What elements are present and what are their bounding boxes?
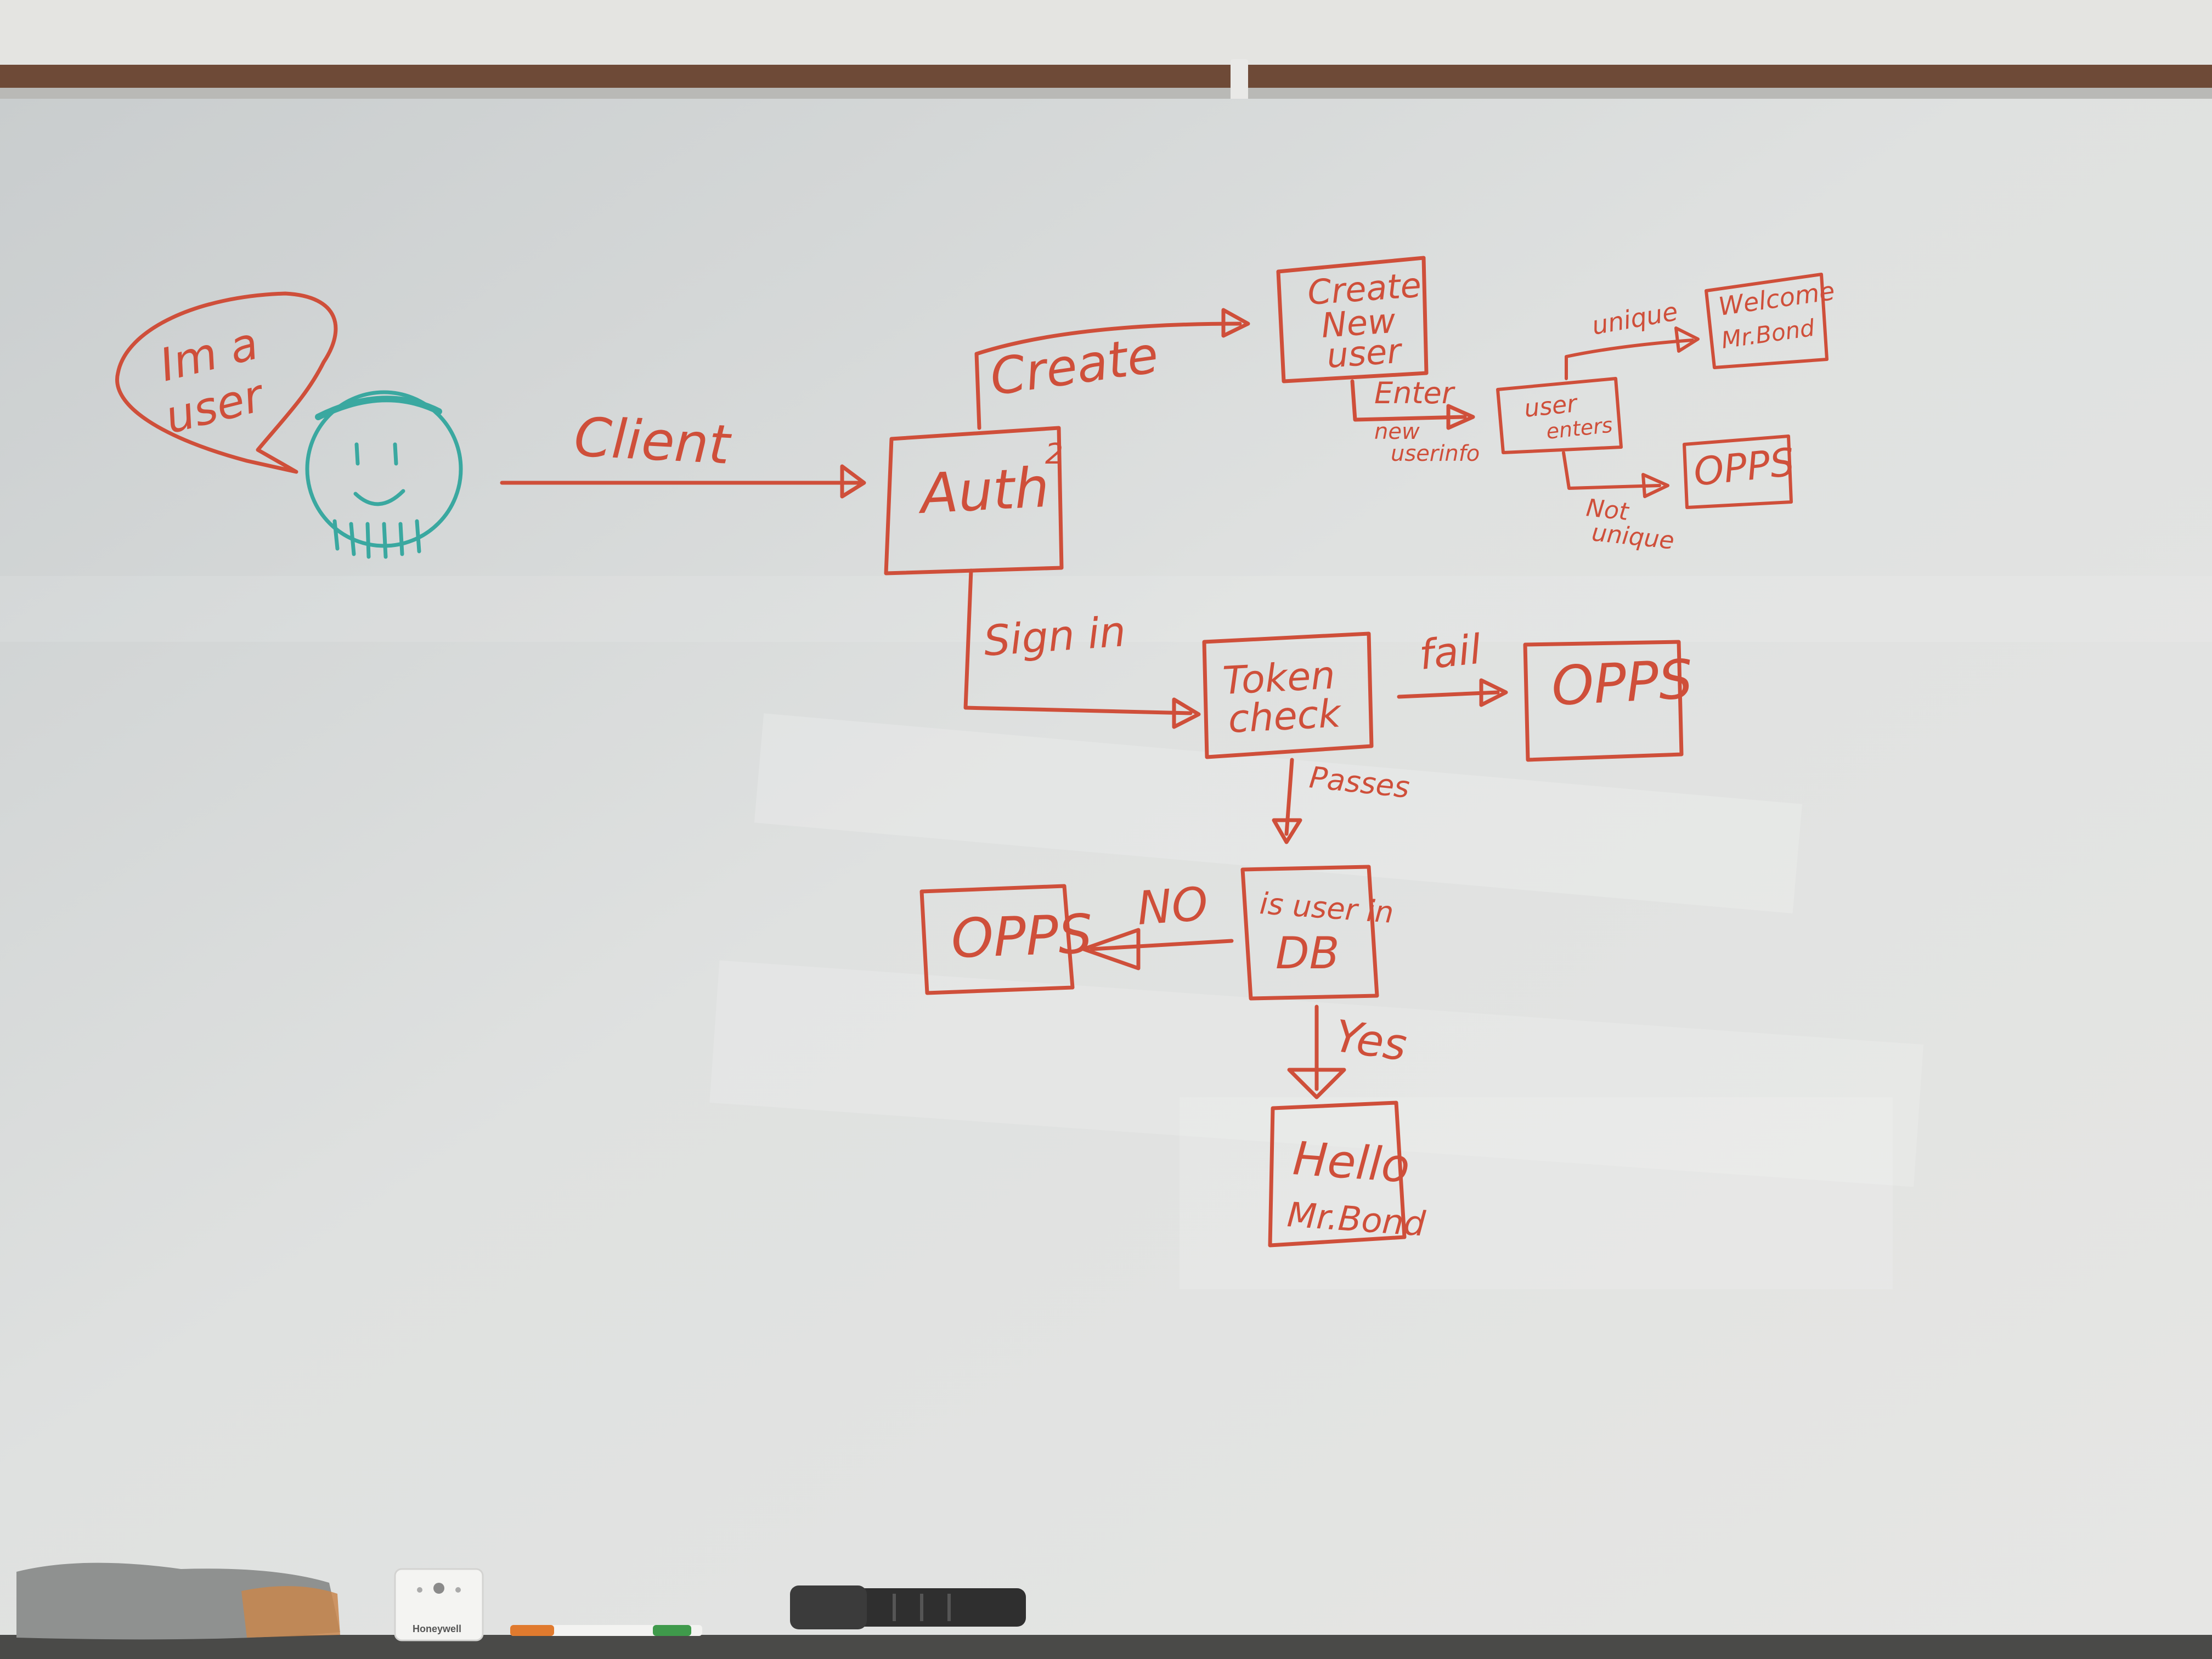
- fail-arrow: [1397, 678, 1508, 707]
- token-check-node: [1202, 631, 1374, 759]
- opps-fail-node: [1523, 640, 1684, 762]
- hello-line2: Mr.Bond: [1286, 1194, 1427, 1244]
- marker-tray: [0, 1635, 2212, 1659]
- hello-node: [1268, 1101, 1407, 1248]
- user-enters-node: [1496, 377, 1623, 454]
- edge-label-enter-3: userinfo: [1391, 441, 1480, 466]
- is-user-in-db-line2: DB: [1276, 928, 1339, 979]
- client-arrow: [500, 464, 866, 499]
- edge-label-enter-2: new: [1374, 419, 1420, 444]
- opps-no-label: OPPS: [950, 903, 1093, 970]
- opps-no-node: [919, 884, 1075, 995]
- enter-arrow: [1350, 379, 1475, 430]
- edge-label-client: Client: [573, 406, 733, 477]
- opps-small-label: OPPS: [1691, 439, 1797, 495]
- token-check-line2: check: [1227, 691, 1343, 742]
- opps-fail-label: OPPS: [1550, 648, 1694, 718]
- create-user-line3: user: [1325, 330, 1404, 376]
- opps-small-node: [1683, 435, 1793, 509]
- not-unique-arrow: [1562, 451, 1669, 498]
- passes-arrow: [1272, 758, 1302, 844]
- sign-in-arrow: [963, 568, 1201, 729]
- no-arrow: [1081, 928, 1234, 970]
- unique-arrow: [1565, 326, 1700, 380]
- marker-pens: [510, 1625, 702, 1636]
- hello-line1: Hello: [1291, 1131, 1412, 1193]
- flashlight: [790, 1585, 1026, 1629]
- auth-label: Auth: [916, 455, 1051, 526]
- eraser-cloth: [16, 1562, 340, 1640]
- create-arrow: [974, 308, 1250, 430]
- welcome-node: [1705, 273, 1829, 369]
- auth-node: [884, 426, 1064, 575]
- edge-label-not-unique-1: Not: [1585, 494, 1631, 526]
- create-user-line2: New: [1320, 301, 1397, 346]
- honeywell-device: Honeywell: [394, 1568, 484, 1641]
- whiteboard-surface: [0, 99, 2212, 1635]
- edge-label-enter: Enter: [1374, 376, 1455, 410]
- create-user-node: [1276, 256, 1429, 383]
- device-brand-label: Honeywell: [413, 1623, 461, 1634]
- token-check-line1: Token: [1222, 652, 1336, 703]
- edge-label-yes: Yes: [1331, 1011, 1410, 1071]
- is-user-in-db-node: [1240, 865, 1379, 1001]
- wall: [0, 0, 2212, 66]
- edge-label-fail: fail: [1417, 626, 1483, 679]
- yes-arrow: [1287, 1005, 1346, 1099]
- user-enters-line1: user: [1523, 390, 1580, 423]
- smiley-face-drawing: [305, 390, 463, 559]
- edge-label-no: NO: [1136, 877, 1210, 935]
- auth-superscript: 2: [1045, 438, 1063, 471]
- create-user-line1: Create: [1306, 265, 1423, 313]
- edge-label-sign-in: Sign in: [982, 607, 1127, 665]
- speech-bubble: [115, 291, 338, 474]
